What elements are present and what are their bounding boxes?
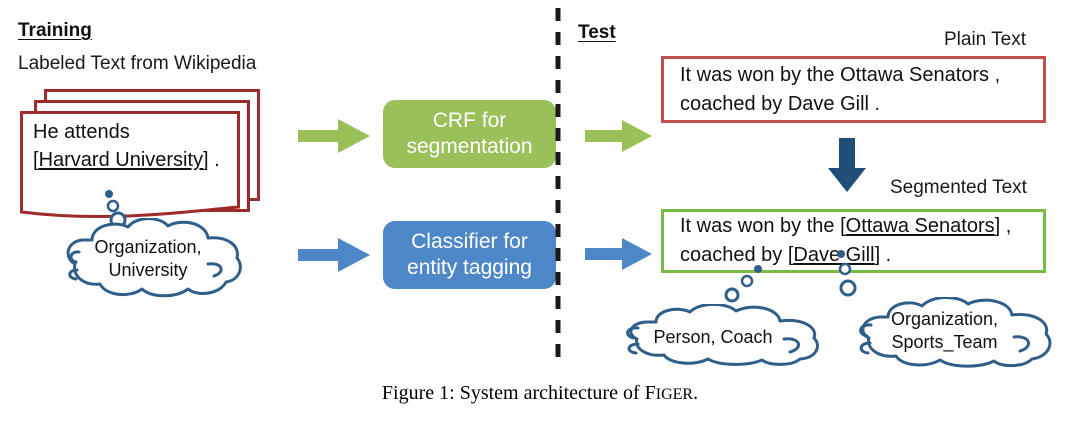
- figure-caption: Figure 1: System architecture of FIGER.: [0, 382, 1080, 405]
- bracket-close: ]: [203, 149, 209, 171]
- segmented-text-box[interactable]: It was won by the [Ottawa Senators] , co…: [661, 209, 1046, 273]
- arrow-right-green-test: [585, 118, 655, 154]
- crf-label-line2: segmentation: [406, 135, 533, 158]
- document-front: [20, 111, 240, 221]
- crf-label-line1: CRF for: [432, 108, 507, 132]
- thought-dots-person: [720, 262, 766, 308]
- plain-text-line1: It was won by the Ottawa Senators ,: [680, 63, 1001, 86]
- cloud-person-coach: [608, 304, 848, 366]
- cloud-person-text: Person, Coach: [653, 327, 773, 347]
- entity-mention: Harvard University: [38, 149, 204, 171]
- plain-text-label: Plain Text: [944, 29, 1027, 50]
- vertical-dashed-divider: [553, 8, 563, 368]
- cloud-org-line1: Organization,: [890, 309, 999, 329]
- classifier-label-line2: entity tagging: [407, 256, 532, 279]
- classifier-model-box[interactable]: Classifier for entity tagging: [383, 221, 556, 289]
- bracket-open: [: [33, 149, 39, 171]
- plain-text-box[interactable]: It was won by the Ottawa Senators , coac…: [661, 56, 1046, 123]
- arrow-down-navy: [828, 138, 868, 194]
- test-heading: Test: [578, 22, 616, 43]
- document-front-line2: [Harvard University] .: [33, 147, 220, 174]
- bracket-close: ]: [994, 215, 1001, 237]
- arrow-right-blue-test: [585, 236, 655, 272]
- cloud-training-text: Organization, University: [48, 236, 248, 283]
- segmented-line2-post: .: [880, 244, 892, 266]
- classifier-label-line1: Classifier for: [411, 229, 528, 253]
- cloud-org-text: Organization, Sports_Team: [842, 308, 1047, 355]
- training-source-label: Labeled Text from Wikipedia: [18, 53, 257, 74]
- bracket-close: ]: [874, 244, 881, 266]
- cloud-organization-sports-team: [842, 297, 1080, 369]
- segmented-line1-pre: It was won by the: [680, 215, 841, 237]
- bracket-open: [: [840, 215, 846, 237]
- segmented-text-line2: coached by [Dave Gill] .: [680, 241, 1011, 270]
- cloud-training-line2: University: [108, 260, 188, 281]
- segmented-text-line1: It was won by the [Ottawa Senators] ,: [680, 212, 1011, 241]
- segmented-line1-post: ,: [1000, 215, 1012, 237]
- sentence-period: .: [208, 149, 220, 171]
- arrow-right-green-training: [298, 117, 374, 155]
- crf-model-box[interactable]: CRF for segmentation: [383, 100, 556, 168]
- arrow-right-blue-training: [298, 236, 374, 274]
- segmented-line2-pre: coached by: [680, 244, 788, 266]
- caption-prefix: Figure 1: System architecture of F: [381, 382, 656, 404]
- cloud-training: [48, 218, 268, 302]
- cloud-org-line2: Sports_Team: [891, 332, 998, 353]
- caption-smallcaps: IGER: [655, 386, 694, 403]
- cloud-training-line1: Organization,: [94, 237, 202, 257]
- entity-mention-dave-gill: Dave Gill: [793, 244, 875, 266]
- bracket-open: [: [787, 244, 794, 266]
- document-front-line1: He attends: [33, 121, 130, 143]
- plain-text-line2: coached by Dave Gill .: [680, 92, 881, 115]
- entity-mention-ottawa: Ottawa Senators: [845, 215, 995, 237]
- thought-dots-org: [830, 248, 870, 306]
- segmented-text-label: Segmented Text: [890, 177, 1027, 198]
- training-heading: Training: [18, 20, 92, 41]
- caption-suffix: .: [693, 382, 699, 404]
